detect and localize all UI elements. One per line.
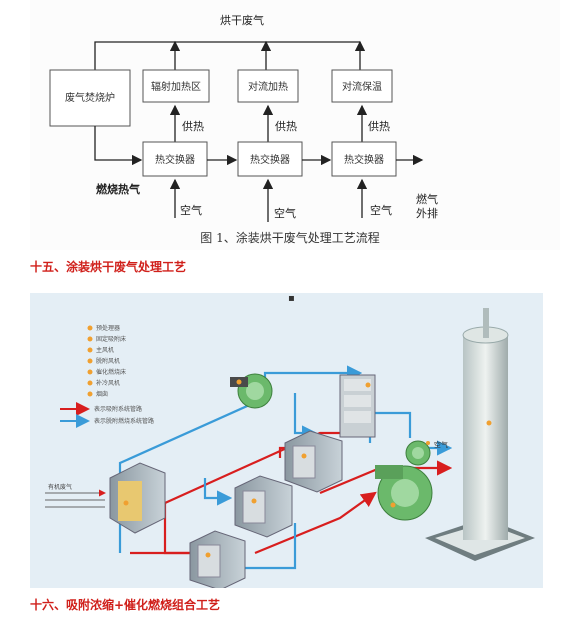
blue-pipe-4 bbox=[203, 478, 233, 506]
hx2-label: 热交换器 bbox=[250, 153, 290, 166]
hx3-label: 热交换器 bbox=[344, 153, 384, 166]
exhaust-label-2: 外排 bbox=[416, 206, 438, 220]
chimney bbox=[463, 335, 508, 540]
supply-label-2: 供热 bbox=[275, 119, 297, 133]
legend-blue-label: 表示脱附燃烧系统管路 bbox=[94, 417, 154, 425]
hx3-box bbox=[331, 141, 397, 177]
figure1-flowchart: 烘干废气 废气焚烧炉 辐射加热区 对流加热 对流保温 供热 供热 供热 热交换器… bbox=[30, 0, 560, 250]
legend-label-1: 预处理器 bbox=[96, 324, 120, 332]
legend-item-4: 脱附风机 bbox=[87, 357, 120, 365]
desorption-fan bbox=[230, 373, 273, 409]
hx1-label: 热交换器 bbox=[155, 153, 195, 166]
legend: 预处理器 固定吸附床 主风机 脱附风机 催化燃烧床 补冷风机 烟囱 表示吸附系统… bbox=[60, 324, 154, 428]
legend-item-5: 催化燃烧床 bbox=[87, 368, 126, 376]
adsorber-1 bbox=[189, 530, 246, 591]
catalytic-bed bbox=[339, 374, 376, 438]
section16-title: 十六、吸附浓缩+催化燃烧组合工艺 bbox=[30, 598, 221, 612]
zone-convection-heat-box bbox=[237, 69, 299, 103]
red-pipe-5 bbox=[254, 491, 377, 555]
legend-label-5: 催化燃烧床 bbox=[96, 368, 126, 376]
legend-item-6: 补冷风机 bbox=[87, 379, 120, 387]
supply-label-3: 供热 bbox=[368, 119, 390, 133]
legend-label-7: 烟囱 bbox=[96, 390, 108, 398]
air-label-1: 空气 bbox=[180, 203, 202, 217]
prefilter-media bbox=[118, 481, 142, 521]
top-line bbox=[94, 41, 360, 88]
cooling-fan bbox=[405, 440, 431, 466]
hx1-box bbox=[142, 141, 208, 177]
adsorber-3 bbox=[284, 430, 343, 493]
zone-convection-keep-label: 对流保温 bbox=[342, 80, 382, 93]
top-label: 烘干废气 bbox=[220, 13, 264, 27]
top-dot: ▪ bbox=[288, 293, 295, 304]
legend-label-3: 主风机 bbox=[96, 346, 114, 354]
legend-label-4: 脱附风机 bbox=[96, 357, 120, 365]
inlet-arrows bbox=[45, 489, 106, 508]
chimney-vent bbox=[483, 308, 489, 338]
legend-item-2: 固定吸附床 bbox=[87, 335, 126, 343]
air-label-3: 空气 bbox=[370, 203, 392, 217]
exhaust-label-1: 燃气 bbox=[416, 192, 438, 206]
main-fan bbox=[375, 465, 433, 521]
adsorber-2 bbox=[234, 475, 293, 538]
legend-label-2: 固定吸附床 bbox=[96, 335, 126, 343]
prefilter-marker bbox=[123, 500, 129, 506]
blue-pipe-7 bbox=[230, 523, 297, 570]
zone-convection-heat-label: 对流加热 bbox=[248, 80, 288, 93]
flue-label: 燃烧热气 bbox=[95, 182, 140, 196]
zone-radiant-box bbox=[142, 69, 210, 103]
inlet-label: 有机废气 bbox=[48, 483, 72, 491]
legend-item-3: 主风机 bbox=[87, 346, 114, 354]
air-label-2: 空气 bbox=[274, 206, 296, 220]
figure2-illustration: 预处理器 固定吸附床 主风机 脱附风机 催化燃烧床 补冷风机 烟囱 表示吸附系统… bbox=[30, 293, 543, 591]
blue-pipe-3 bbox=[293, 393, 318, 441]
chimney-marker bbox=[486, 420, 492, 426]
flue-arrow bbox=[94, 126, 143, 166]
legend-label-6: 补冷风机 bbox=[96, 379, 120, 387]
incinerator-label: 废气焚烧炉 bbox=[65, 91, 115, 104]
zone-radiant-label: 辐射加热区 bbox=[151, 80, 201, 93]
section15-title: 十五、涂装烘干废气处理工艺 bbox=[30, 260, 187, 274]
legend-red-label: 表示吸附系统管路 bbox=[94, 405, 142, 413]
legend-item-7: 烟囱 bbox=[87, 390, 108, 398]
figure2-svg: 预处理器 固定吸附床 主风机 脱附风机 催化燃烧床 补冷风机 烟囱 表示吸附系统… bbox=[45, 293, 535, 591]
incinerator-box bbox=[49, 69, 131, 127]
zone-convection-keep-box bbox=[331, 69, 393, 103]
air-inlet-label: 空气 bbox=[434, 440, 448, 449]
supply-label-1: 供热 bbox=[182, 119, 204, 133]
figure1-svg: 烘干废气 废气焚烧炉 辐射加热区 对流加热 对流保温 供热 供热 供热 热交换器… bbox=[49, 13, 438, 222]
hx2-box bbox=[237, 141, 303, 177]
blue-pipe-5 bbox=[368, 411, 412, 443]
figure1-caption: 图 1、涂装烘干废气处理工艺流程 bbox=[200, 231, 380, 245]
legend-item-1: 预处理器 bbox=[87, 324, 120, 332]
